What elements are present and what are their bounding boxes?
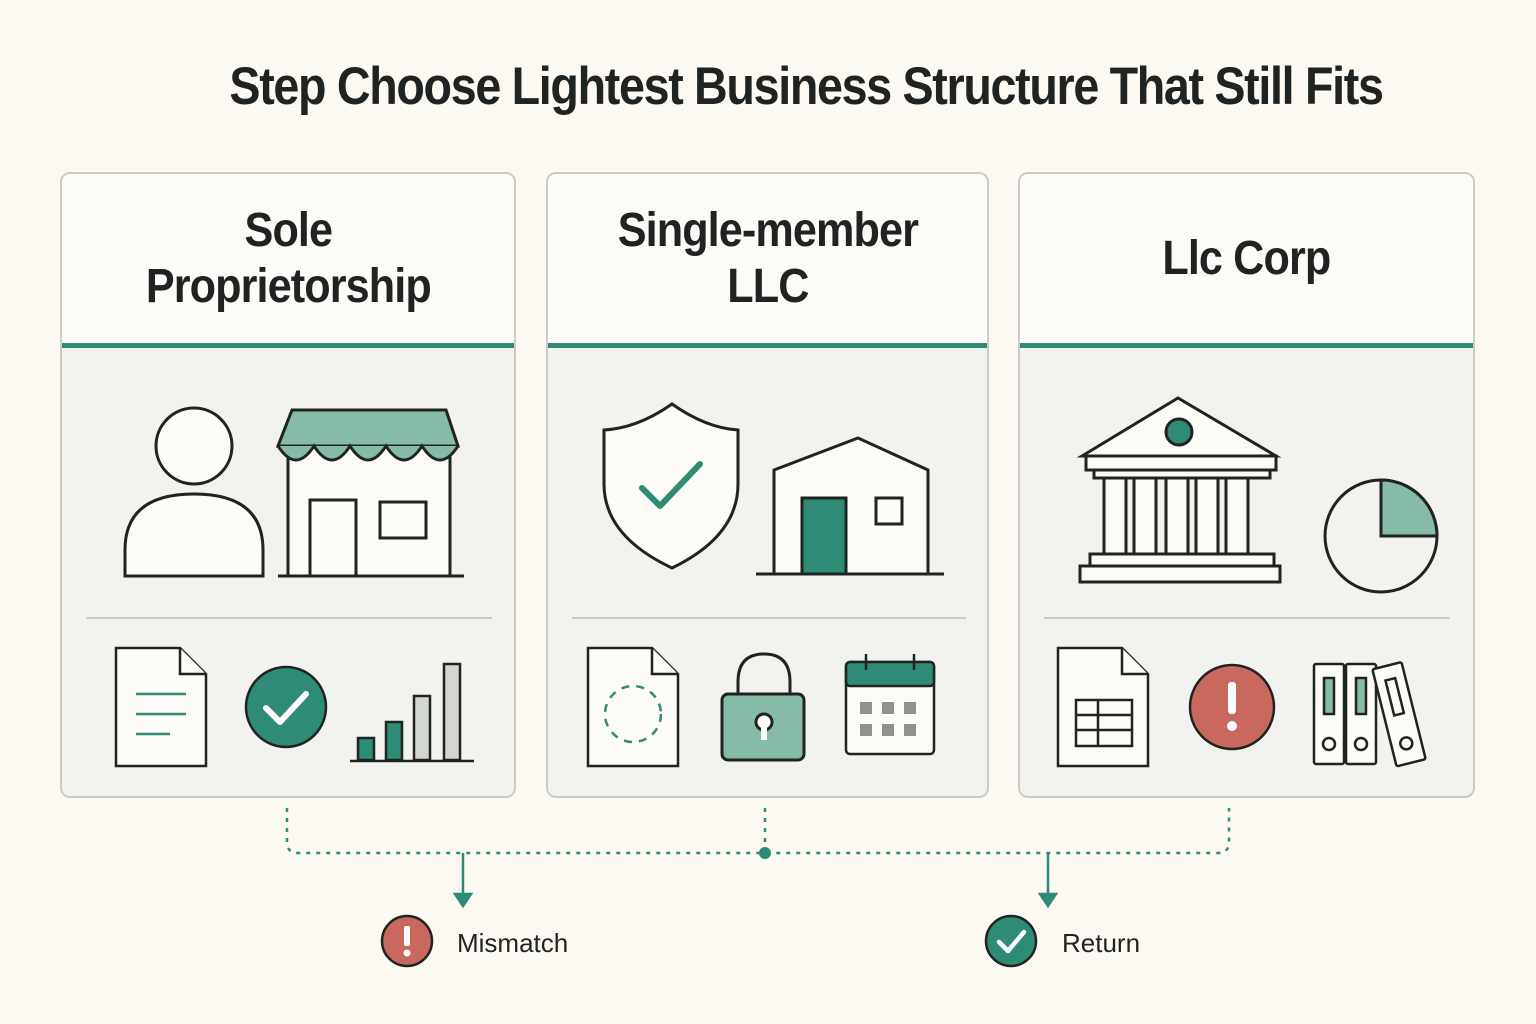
alert-circle-icon <box>1188 663 1276 751</box>
panel-icons-corp <box>1044 396 1450 768</box>
pie-chart-icon <box>1323 478 1439 594</box>
arrow-head-icon <box>1037 892 1059 909</box>
bank-building-icon <box>1076 396 1282 584</box>
person-icon <box>123 406 265 578</box>
panel-title: Sole Proprietorship <box>145 203 431 313</box>
junction-dot <box>759 847 771 859</box>
bar-chart-icon <box>350 662 474 763</box>
mismatch-label: Mismatch <box>457 928 569 958</box>
check-circle-icon <box>244 665 328 749</box>
arrow-head-icon <box>452 892 474 909</box>
panel-sole-proprietorship: Sole Proprietorship <box>60 172 516 798</box>
panel-icons-sole <box>86 406 492 768</box>
shield-check-icon <box>602 402 740 570</box>
binders-icon <box>1312 661 1427 768</box>
panel-header: Single-member LLC <box>548 174 987 348</box>
mismatch-alert-icon <box>380 914 434 968</box>
panel-header: Llc Corp <box>1020 174 1473 348</box>
calendar-icon <box>844 654 936 756</box>
panel-icons-llc <box>572 402 966 768</box>
panel-single-member-llc: Single-member LLC <box>546 172 989 798</box>
panel-llc-corp: Llc Corp <box>1018 172 1475 798</box>
storefront-icon <box>275 408 464 578</box>
return-label: Return <box>1062 928 1141 958</box>
house-icon <box>756 436 944 576</box>
return-check-icon <box>984 914 1038 968</box>
draft-document-icon <box>586 646 680 768</box>
page-title: Step Choose Lightest Business Structure … <box>229 57 1383 116</box>
spreadsheet-document-icon <box>1056 646 1150 768</box>
panel-title: Llc Corp <box>1162 231 1331 285</box>
panel-title: Single-member LLC <box>617 203 918 313</box>
padlock-icon <box>720 652 806 762</box>
document-icon <box>114 646 208 768</box>
panel-header: Sole Proprietorship <box>62 174 514 348</box>
connector-line <box>285 808 1231 855</box>
